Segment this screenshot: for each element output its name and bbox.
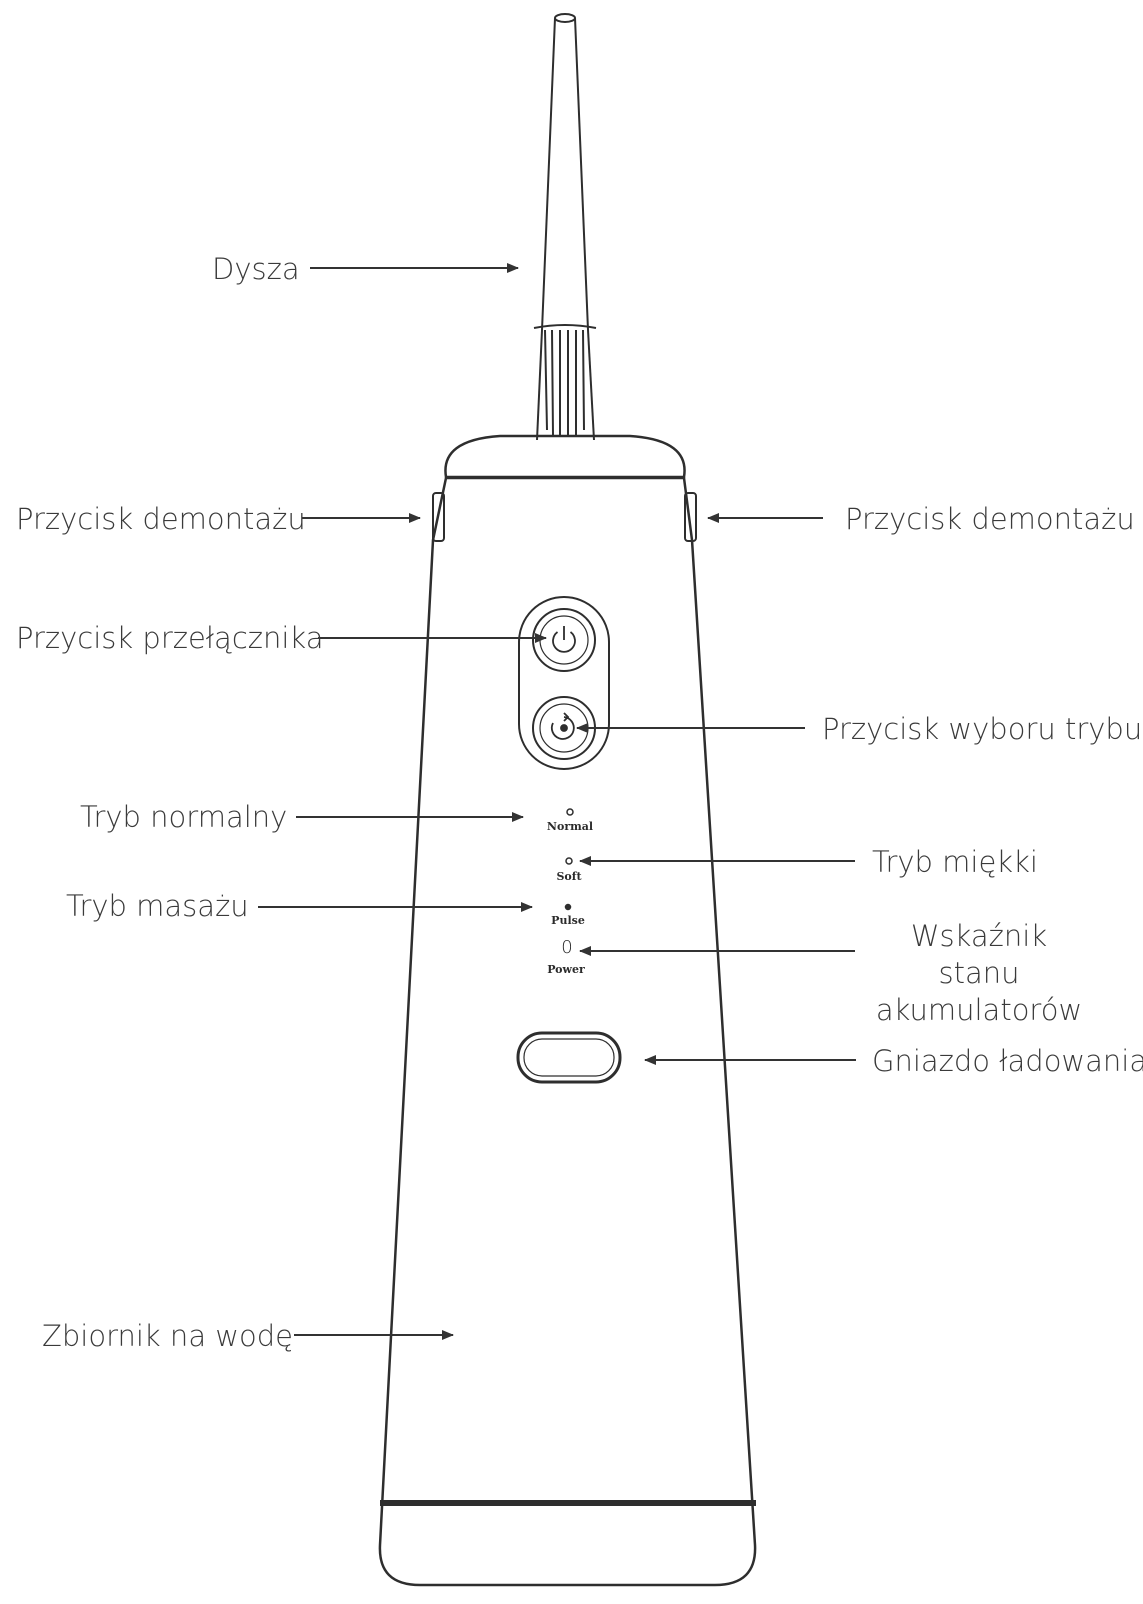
pulse-marking: Pulse — [551, 914, 585, 927]
label-normal-mode: Tryb normalny — [80, 800, 288, 834]
device-body — [378, 476, 757, 1587]
button-panel — [518, 596, 610, 770]
power-digit: 0 — [561, 937, 573, 958]
leader-lines — [258, 263, 856, 1340]
power-marking: Power — [547, 963, 585, 976]
soft-led — [565, 857, 573, 865]
release-button-right[interactable] — [684, 492, 697, 542]
label-mode-button: Przycisk wyboru trybu — [822, 712, 1143, 746]
indicator-dots — [564, 808, 574, 911]
label-battery-line2: akumulatorów — [875, 993, 1083, 1027]
label-release-left: Przycisk demontażu — [16, 502, 306, 536]
label-battery-indicator: Wskaźnik stanu akumulatorów — [868, 918, 1090, 1029]
nozzle — [533, 13, 597, 441]
release-button-left[interactable] — [432, 492, 445, 542]
pulse-led — [564, 903, 572, 911]
normal-marking: Normal — [546, 820, 594, 833]
power-icon — [552, 626, 576, 653]
label-soft-mode: Tryb miękki — [872, 845, 1038, 879]
label-charging-port: Gniazdo ładowania — [872, 1044, 1143, 1078]
charging-port[interactable] — [516, 1031, 622, 1084]
normal-led — [566, 808, 574, 816]
label-massage-mode: Tryb masażu — [66, 889, 249, 923]
cycle-icon — [550, 712, 575, 740]
power-button[interactable] — [532, 608, 596, 672]
label-battery-line1: Wskaźnik stanu — [910, 919, 1048, 990]
soft-marking: Soft — [556, 870, 582, 883]
label-power-button: Przycisk przełącznika — [16, 621, 324, 655]
label-release-right: Przycisk demontażu — [845, 502, 1135, 536]
head-cap — [444, 434, 686, 479]
label-nozzle: Dysza — [212, 252, 300, 286]
label-water-tank: Zbiornik na wodę — [42, 1319, 294, 1353]
